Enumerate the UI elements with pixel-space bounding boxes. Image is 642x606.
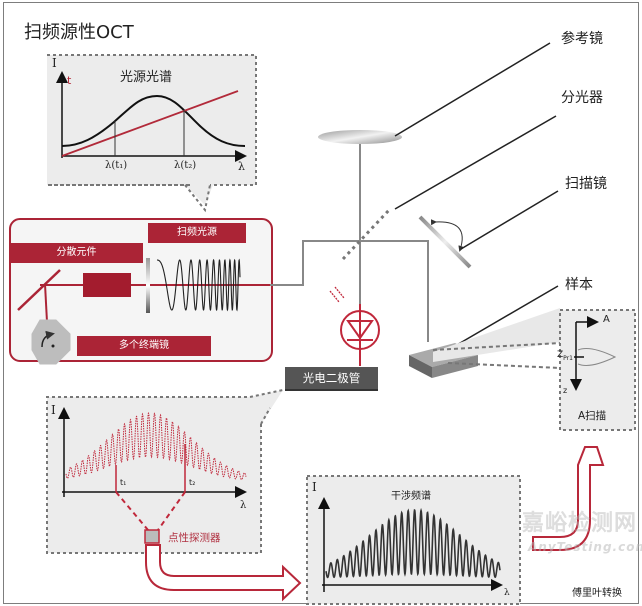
point-detector xyxy=(144,529,160,544)
beam-splitter xyxy=(341,207,392,261)
photodiode-tag: 光电二极管 xyxy=(285,367,378,391)
ascan-peak-curve xyxy=(577,348,617,366)
fiber-path xyxy=(270,240,429,342)
peak-z: Z xyxy=(557,350,564,360)
ascan-peak-label: ZPr1 xyxy=(557,350,573,362)
interference-curve xyxy=(325,507,501,579)
ascan-z-label: z xyxy=(563,386,568,395)
diagram-title: 扫频源性OCT xyxy=(24,22,134,43)
light-ray-icon xyxy=(334,286,345,299)
label-sample: 样本 xyxy=(565,277,593,293)
watermark-subtext: AnyTesting.com xyxy=(528,540,642,554)
fourier-transform-label: 傅里叶转换 xyxy=(572,588,622,599)
ascan-title: A扫描 xyxy=(578,410,607,422)
interference-title: 干涉频谱 xyxy=(391,491,431,502)
source-lambda-label: λ xyxy=(238,160,245,173)
chirp-wave xyxy=(157,258,241,312)
tick-lambda-t2: λ(t₂) xyxy=(174,160,197,171)
interference-i-label: I xyxy=(312,480,317,494)
multi-end-mirror-tag: 多个终端镜 xyxy=(77,336,211,356)
tick-lambda-t1: λ(t₁) xyxy=(105,160,128,171)
time-line xyxy=(61,90,239,157)
point-detector-label: 点性探测器 xyxy=(168,532,221,544)
leader-beam-splitter xyxy=(394,115,557,210)
source-i-label: I xyxy=(52,56,57,70)
label-beam-splitter: 分光器 xyxy=(561,90,603,106)
swept-source-tag: 扫频光源 xyxy=(148,223,246,243)
light-ray-icon xyxy=(329,290,340,303)
source-t-label: t xyxy=(67,74,72,87)
detector-spectrum-panel xyxy=(46,389,284,554)
flow-arrow-spectrum-to-ascan xyxy=(532,446,605,551)
dispersive-mirror xyxy=(17,269,61,311)
reference-mirror xyxy=(318,130,402,144)
source-spectrum-title: 光源光谱 xyxy=(120,70,173,85)
flow-arrow-detector-to-spectrum xyxy=(145,544,302,602)
gain-medium xyxy=(83,273,131,297)
detector-lambda-label: λ xyxy=(240,500,247,511)
detector-i-label: I xyxy=(51,403,56,417)
detector-t2-label: t₂ xyxy=(189,478,196,487)
leader-sample xyxy=(454,285,559,347)
ascan-panel xyxy=(432,308,636,431)
ascan-a-label: A xyxy=(603,314,610,325)
interference-lambda-label: λ xyxy=(504,588,510,598)
watermark-text: 嘉峪检测网 xyxy=(522,511,638,536)
gaussian-curve xyxy=(61,94,246,147)
photodiode-symbol xyxy=(329,286,380,366)
leader-scan-mirror xyxy=(460,190,559,250)
slit xyxy=(146,258,150,313)
peak-sub: Pr1 xyxy=(563,354,573,362)
end-mirror-wheel xyxy=(31,319,71,365)
source-spectrum-panel xyxy=(47,54,257,213)
interference-spectrum-panel xyxy=(306,475,521,605)
leader-reference-mirror xyxy=(394,42,551,137)
detected-spectrum-curve xyxy=(65,412,247,481)
label-scan-mirror: 扫描镜 xyxy=(565,176,607,192)
label-reference-mirror: 参考镜 xyxy=(561,31,603,47)
detector-t1-label: t₁ xyxy=(120,478,127,487)
rotation-arrow-icon xyxy=(41,330,55,348)
scan-rotation-arrow-icon xyxy=(430,219,465,252)
dispersive-element-tag: 分散元件 xyxy=(10,243,143,263)
